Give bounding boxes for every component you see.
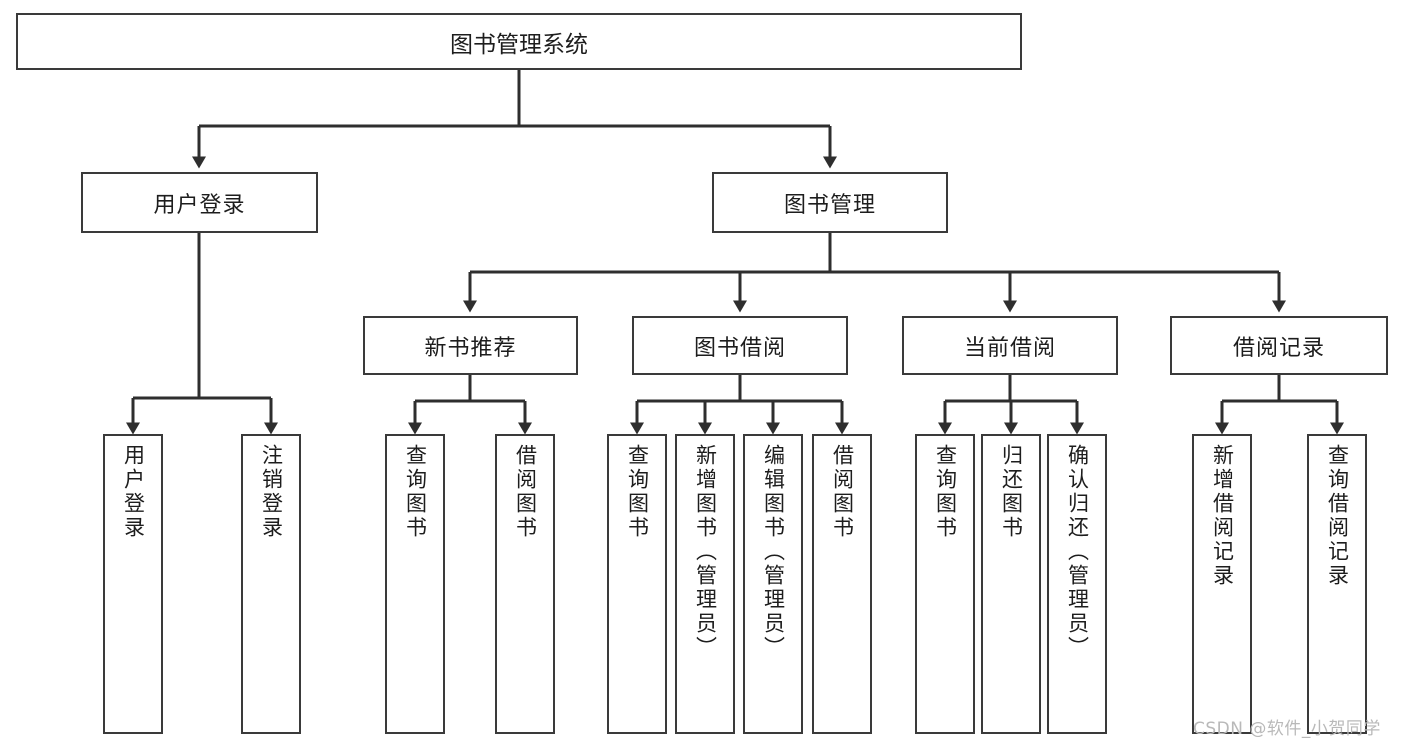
csdn-watermark: CSDN @软件_小贺同学: [1193, 719, 1381, 739]
leaf-label: 查询图书: [625, 444, 650, 540]
node-book-borrow[interactable]: 图书借阅: [632, 316, 848, 375]
node-label: 图书管理: [783, 192, 876, 218]
leaf-label: 新增图书（管理员）: [693, 444, 718, 660]
leaf-current-return-book[interactable]: 归还图书: [981, 434, 1041, 734]
node-label: 用户登录: [153, 192, 246, 218]
leaf-user-login-signout[interactable]: 注销登录: [241, 434, 301, 734]
leaf-label: 借阅图书: [513, 444, 538, 540]
leaf-current-confirm-return-admin[interactable]: 确认归还（管理员）: [1047, 434, 1107, 734]
node-root-system[interactable]: 图书管理系统: [16, 13, 1022, 70]
node-new-book-recommend[interactable]: 新书推荐: [363, 316, 578, 375]
leaf-borrow-edit-book-admin[interactable]: 编辑图书（管理员）: [743, 434, 803, 734]
leaf-borrow-query-book[interactable]: 查询图书: [607, 434, 667, 734]
leaf-borrow-borrow-book[interactable]: 借阅图书: [812, 434, 872, 734]
leaf-user-login-signin[interactable]: 用户登录: [103, 434, 163, 734]
leaf-label: 查询图书: [933, 444, 958, 540]
leaf-label: 注销登录: [259, 444, 284, 540]
leaf-record-add-record[interactable]: 新增借阅记录: [1192, 434, 1252, 734]
leaf-recommend-borrow-book[interactable]: 借阅图书: [495, 434, 555, 734]
leaf-borrow-add-book-admin[interactable]: 新增图书（管理员）: [675, 434, 735, 734]
node-user-login[interactable]: 用户登录: [81, 172, 318, 233]
leaf-label: 确认归还（管理员）: [1065, 444, 1090, 660]
leaf-label: 编辑图书（管理员）: [761, 444, 786, 660]
node-label: 借阅记录: [1232, 335, 1325, 361]
node-label: 当前借阅: [963, 335, 1056, 361]
leaf-current-query-book[interactable]: 查询图书: [915, 434, 975, 734]
node-label: 新书推荐: [424, 335, 517, 361]
node-book-management[interactable]: 图书管理: [712, 172, 948, 233]
leaf-record-query-record[interactable]: 查询借阅记录: [1307, 434, 1367, 734]
leaf-label: 新增借阅记录: [1210, 444, 1235, 588]
node-current-borrow[interactable]: 当前借阅: [902, 316, 1118, 375]
leaf-label: 查询借阅记录: [1325, 444, 1350, 588]
leaf-label: 查询图书: [403, 444, 428, 540]
node-borrow-record[interactable]: 借阅记录: [1170, 316, 1388, 375]
node-label: 图书管理系统: [450, 31, 588, 58]
node-label: 图书借阅: [693, 335, 786, 361]
leaf-label: 归还图书: [999, 444, 1024, 540]
leaf-label: 借阅图书: [830, 444, 855, 540]
leaf-label: 用户登录: [121, 444, 146, 540]
leaf-recommend-query-book[interactable]: 查询图书: [385, 434, 445, 734]
